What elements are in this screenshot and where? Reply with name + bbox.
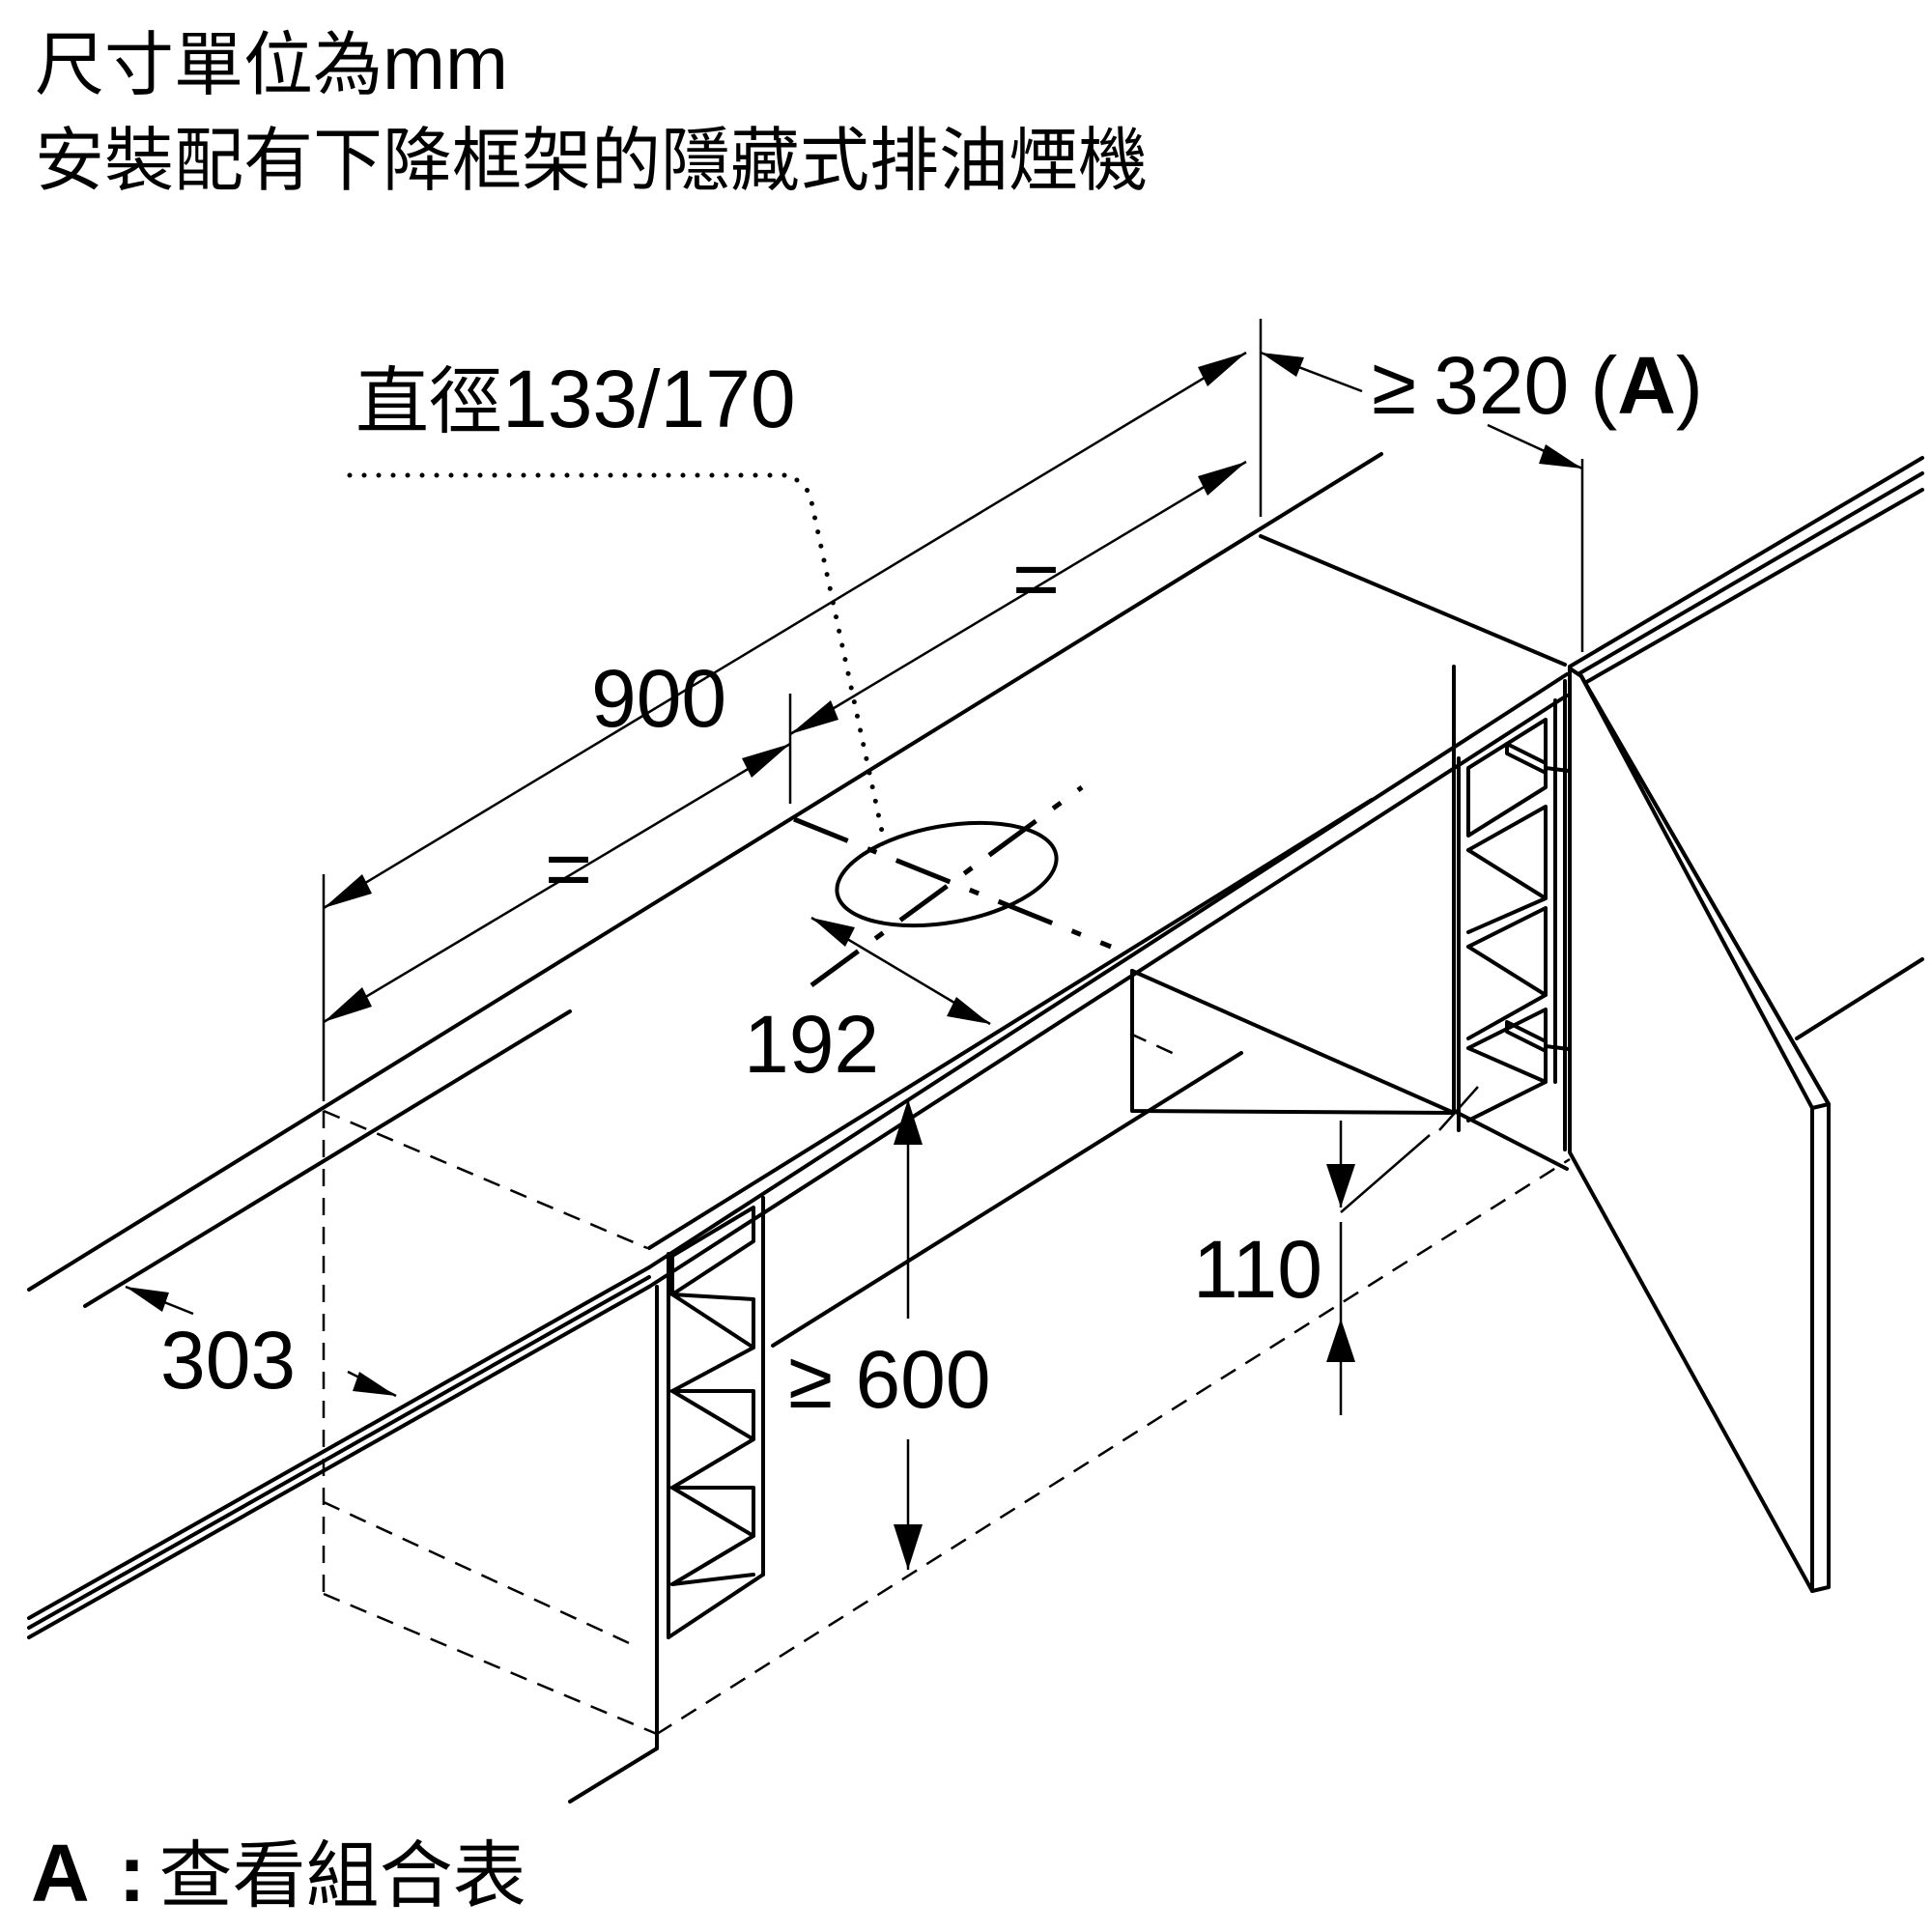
diameter-prefix: 直徑	[355, 358, 502, 444]
dim-320-paren-open: (	[1590, 340, 1617, 431]
lowering-frame-left	[667, 1196, 765, 1639]
extension-lines	[322, 319, 1584, 1415]
footnote-separator: :	[119, 1828, 146, 1918]
hood-body	[771, 534, 1569, 1348]
lowering-frame-right	[1457, 698, 1557, 1132]
dim-320-lines	[1260, 351, 1583, 470]
dim-900-lines	[323, 351, 1247, 1024]
equal-sign-upper: =	[1012, 533, 1060, 624]
dim-110-label: 110	[1193, 1224, 1322, 1315]
dim-900-label: 900	[591, 653, 726, 744]
diameter-label: 直徑133/170	[355, 354, 796, 444]
duct-opening	[793, 784, 1112, 988]
footnote: A:查看組合表	[31, 1828, 526, 1918]
dim-192-lines	[810, 916, 991, 1026]
dim-600-lines	[894, 1099, 923, 1570]
footnote-key: A	[31, 1828, 90, 1918]
dim-110-lines	[1326, 1121, 1355, 1362]
cabinet-door-open	[1568, 667, 1831, 1593]
dim-303-lines	[125, 1285, 397, 1398]
diameter-value: 133/170	[502, 354, 796, 444]
footnote-text: 查看組合表	[159, 1833, 526, 1918]
dim-600-label: ≥ 600	[788, 1334, 991, 1425]
hidden-cabinet-outline	[322, 1032, 1571, 1736]
dim-320-label: ≥320(A)	[1372, 340, 1703, 431]
page-title-unit: 尺寸單位為mm	[35, 25, 508, 100]
page-title: 安裝配有下降框架的隱藏式排油煙機	[35, 120, 1149, 201]
dim-303-label: 303	[160, 1315, 296, 1406]
equal-sign-lower: =	[545, 823, 592, 914]
unit-text: mm	[383, 20, 508, 105]
dim-320-value: 320	[1434, 340, 1569, 431]
dim-192-label: 192	[744, 999, 879, 1090]
unit-prefix: 尺寸單位為	[35, 24, 384, 105]
dim-320-paren-close: )	[1676, 340, 1703, 431]
dim-320-ref: A	[1617, 340, 1676, 431]
dim-320-symbol: ≥	[1372, 340, 1416, 431]
cabinet-front-panel	[27, 452, 1924, 1804]
